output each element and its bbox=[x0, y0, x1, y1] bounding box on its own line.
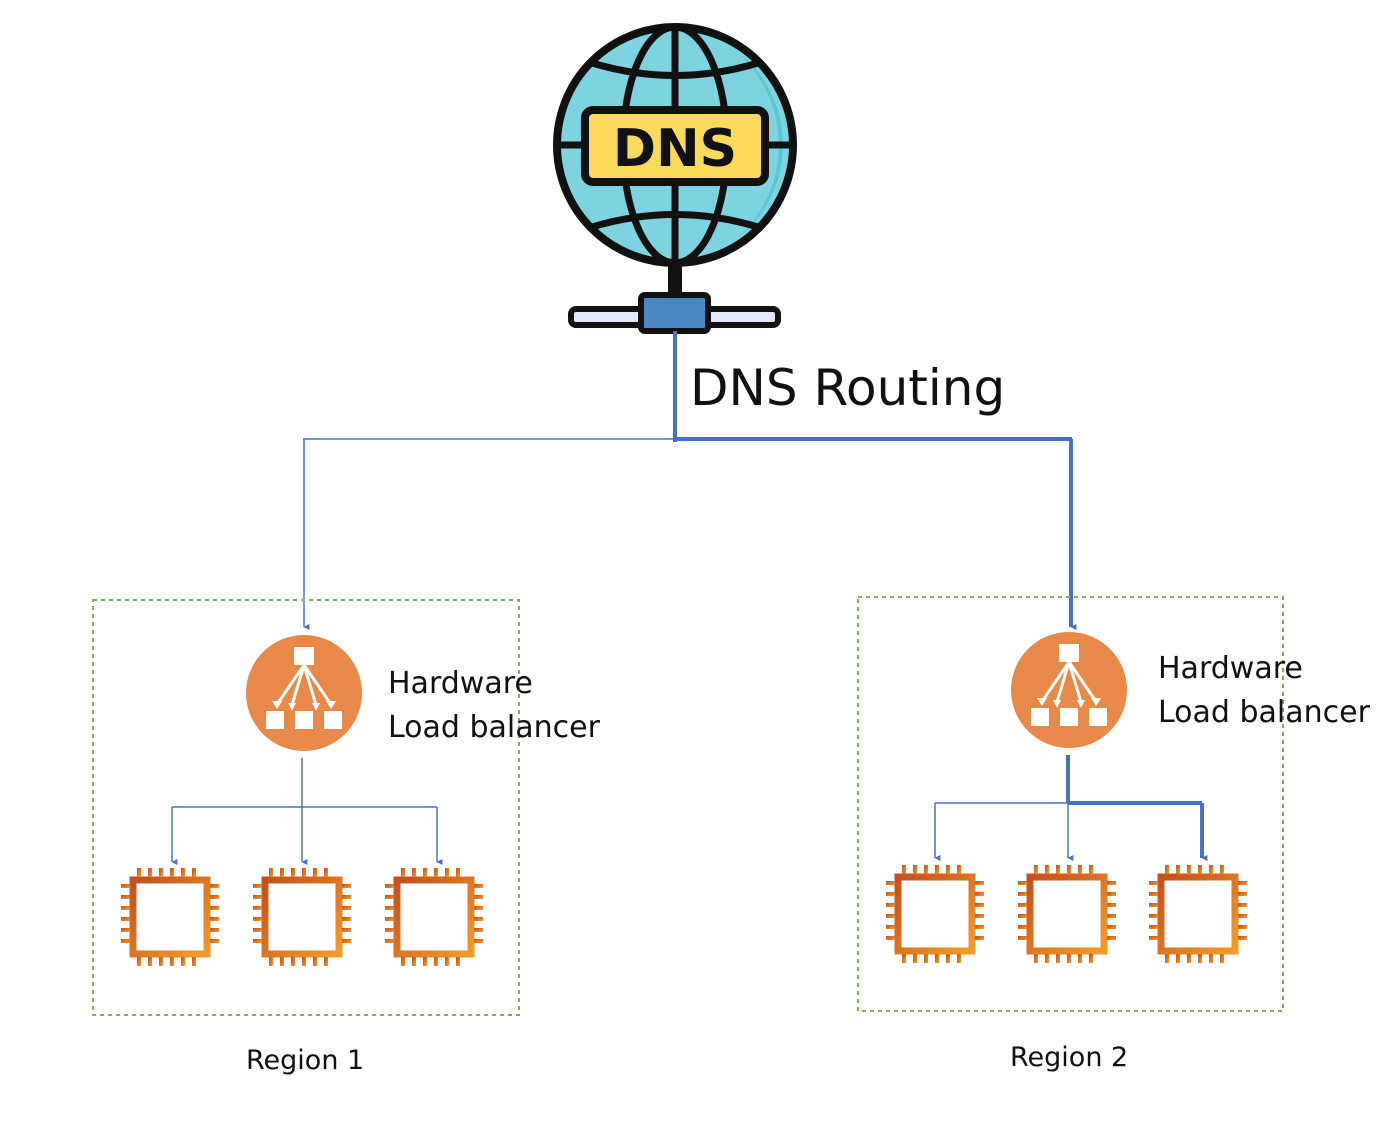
dns-connectors bbox=[303, 331, 1077, 630]
region-1-label: Region 1 bbox=[246, 1045, 365, 1076]
compute-instance-chip-icon bbox=[253, 868, 351, 966]
region-1-border bbox=[92, 599, 520, 1016]
region-2-label: Region 2 bbox=[1010, 1042, 1129, 1073]
region-1-instance-connectors bbox=[171, 758, 443, 865]
load-balancer-label-line-2: Load balancer bbox=[1158, 695, 1370, 730]
load-balancer-label-line-1: Hardware bbox=[1158, 651, 1303, 686]
region-1 bbox=[92, 599, 520, 1016]
region-1-load-balancer-label: Hardware Load balancer bbox=[388, 662, 600, 750]
load-balancer-icon bbox=[1009, 630, 1129, 750]
dns-badge-text: DNS bbox=[613, 119, 737, 179]
dns-routing-label: DNS Routing bbox=[690, 359, 1006, 417]
load-balancer-icon bbox=[244, 633, 364, 753]
region-2-instance-connectors bbox=[934, 755, 1208, 861]
region-2-load-balancer-label: Hardware Load balancer bbox=[1158, 647, 1370, 735]
compute-instance-chip-icon bbox=[1018, 865, 1116, 963]
load-balancer-label-line-2: Load balancer bbox=[388, 710, 600, 745]
compute-instance-chip-icon bbox=[385, 868, 483, 966]
region-2 bbox=[857, 596, 1284, 1012]
compute-instance-chip-icon bbox=[121, 868, 219, 966]
compute-instance-chip-icon bbox=[886, 865, 984, 963]
region-2-border bbox=[857, 596, 1284, 1012]
compute-instance-chip-icon bbox=[1149, 865, 1247, 963]
dns-globe-icon: DNS bbox=[553, 23, 797, 334]
load-balancer-label-line-1: Hardware bbox=[388, 666, 533, 701]
